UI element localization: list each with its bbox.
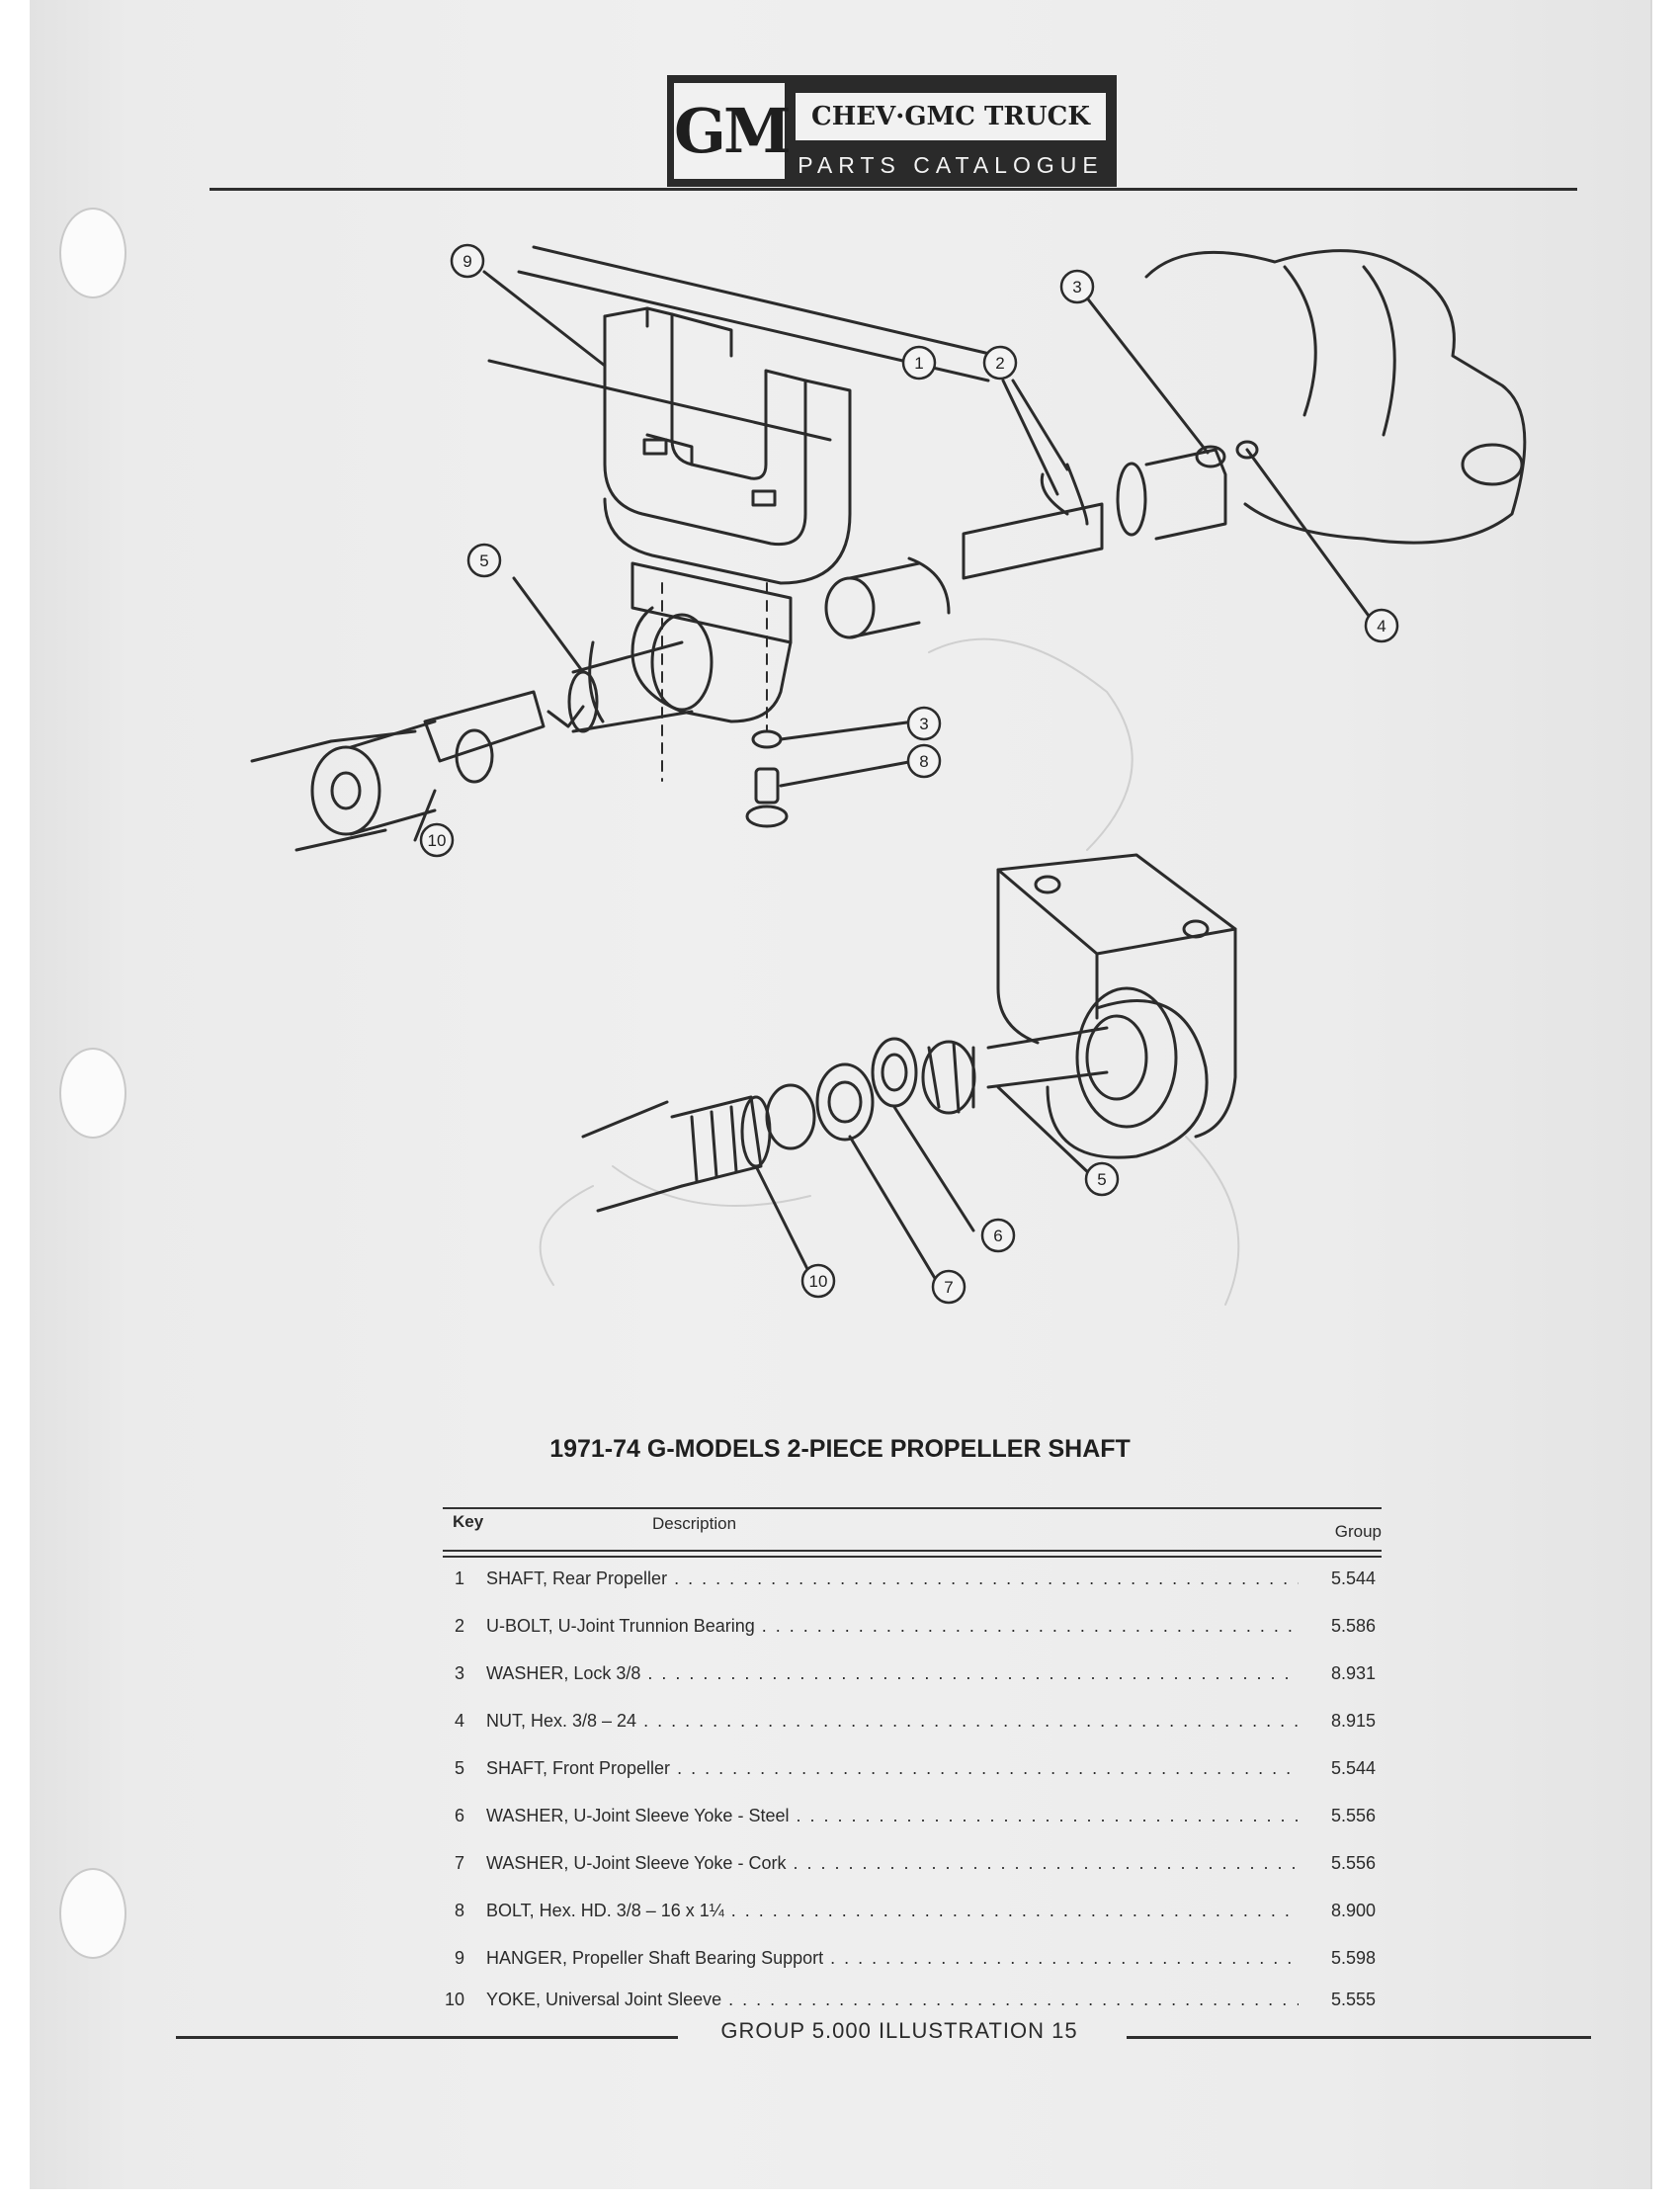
callout-9 bbox=[450, 243, 485, 279]
part-group: 5.556 bbox=[1330, 1806, 1376, 1825]
callout-10-left bbox=[419, 822, 455, 858]
part-description: HANGER, Propeller Shaft Bearing Support bbox=[486, 1943, 1299, 1973]
propeller-shaft-illustration: 9 3 1 2 5 4 3 8 10 5 6 10 7 bbox=[250, 243, 1527, 1306]
table-row: 9 HANGER, Propeller Shaft Bearing Suppor… bbox=[443, 1943, 1382, 1973]
footer-rule-left bbox=[176, 2036, 678, 2039]
callout-label: 3 bbox=[1072, 278, 1081, 297]
footer-rule-right bbox=[1127, 2036, 1591, 2039]
callout-label: 2 bbox=[995, 354, 1004, 373]
header-catalogue: PARTS CATALOGUE bbox=[798, 152, 1104, 178]
part-key: 4 bbox=[454, 1711, 464, 1731]
part-group: 5.586 bbox=[1330, 1616, 1376, 1636]
callout-label: 3 bbox=[919, 715, 928, 733]
part-description: YOKE, Universal Joint Sleeve bbox=[486, 1985, 1299, 2014]
callouts bbox=[419, 243, 1399, 1305]
table-row: 1 SHAFT, Rear Propeller 5.544 bbox=[443, 1564, 1382, 1593]
table-top-rule bbox=[443, 1507, 1382, 1509]
part-group: 5.556 bbox=[1330, 1853, 1376, 1873]
callout-label: 5 bbox=[1097, 1170, 1106, 1189]
illustration-title: 1971-74 G-MODELS 2-PIECE PROPELLER SHAFT bbox=[549, 1435, 1131, 1463]
callout-5-bottom bbox=[1084, 1161, 1120, 1197]
part-description: NUT, Hex. 3/8 – 24 bbox=[486, 1706, 1299, 1736]
part-group: 5.544 bbox=[1330, 1568, 1376, 1588]
callout-label: 6 bbox=[993, 1227, 1002, 1245]
callout-4 bbox=[1364, 608, 1399, 643]
part-key: 9 bbox=[454, 1948, 464, 1968]
callout-label: 10 bbox=[428, 831, 447, 850]
table-header-rule-2 bbox=[443, 1556, 1382, 1558]
callout-2 bbox=[982, 345, 1018, 381]
callout-3-mid bbox=[906, 706, 942, 741]
callout-label: 5 bbox=[479, 551, 488, 570]
callout-label: 10 bbox=[809, 1272, 828, 1291]
gm-logo: GM bbox=[674, 83, 792, 179]
part-description: WASHER, Lock 3/8 bbox=[486, 1658, 1299, 1688]
part-key: 2 bbox=[454, 1616, 464, 1636]
table-header-rule bbox=[443, 1550, 1382, 1552]
table-row: 7 WASHER, U-Joint Sleeve Yoke - Cork 5.5… bbox=[443, 1848, 1382, 1878]
part-description: SHAFT, Front Propeller bbox=[486, 1753, 1299, 1783]
part-key: 3 bbox=[454, 1663, 464, 1683]
column-header-key: Key bbox=[453, 1512, 484, 1531]
part-group: 8.915 bbox=[1330, 1711, 1376, 1731]
column-header-description: Description bbox=[652, 1514, 737, 1533]
callout-7 bbox=[931, 1269, 966, 1305]
part-group: 8.900 bbox=[1330, 1901, 1376, 1920]
part-key: 7 bbox=[454, 1853, 464, 1873]
part-description: WASHER, U-Joint Sleeve Yoke - Cork bbox=[486, 1848, 1299, 1878]
part-group: 5.544 bbox=[1330, 1758, 1376, 1778]
punch-hole-bottom bbox=[59, 1868, 126, 1959]
punch-hole-top bbox=[59, 208, 126, 298]
table-row: 5 SHAFT, Front Propeller 5.544 bbox=[443, 1753, 1382, 1783]
part-key: 6 bbox=[454, 1806, 464, 1825]
table-row: 10 YOKE, Universal Joint Sleeve 5.555 bbox=[443, 1985, 1382, 2014]
part-group: 8.931 bbox=[1330, 1663, 1376, 1683]
part-key: 10 bbox=[444, 1990, 464, 2009]
column-header-group: Group bbox=[1334, 1522, 1382, 1541]
part-key: 1 bbox=[454, 1568, 464, 1588]
callout-1 bbox=[901, 345, 937, 381]
part-group: 5.598 bbox=[1330, 1948, 1376, 1968]
callout-label: 1 bbox=[914, 354, 923, 373]
callout-3-top bbox=[1059, 269, 1095, 304]
header-rule bbox=[210, 188, 1577, 191]
header-brand: CHEV·GMC TRUCK bbox=[796, 93, 1106, 140]
part-description: SHAFT, Rear Propeller bbox=[486, 1564, 1299, 1593]
punch-hole-middle bbox=[59, 1048, 126, 1139]
part-group: 5.555 bbox=[1330, 1990, 1376, 2009]
part-key: 5 bbox=[454, 1758, 464, 1778]
part-description: U-BOLT, U-Joint Trunnion Bearing bbox=[486, 1611, 1299, 1641]
callout-5-top bbox=[466, 543, 502, 578]
part-description: WASHER, U-Joint Sleeve Yoke - Steel bbox=[486, 1801, 1299, 1830]
footer-illustration-ref: GROUP 5.000 ILLUSTRATION 15 bbox=[720, 2018, 1078, 2043]
table-row: 8 BOLT, Hex. HD. 3/8 – 16 x 1¼ 8.900 bbox=[443, 1896, 1382, 1925]
table-row: 2 U-BOLT, U-Joint Trunnion Bearing 5.586 bbox=[443, 1611, 1382, 1641]
callout-label: 9 bbox=[462, 252, 471, 271]
callout-10-bottom bbox=[800, 1263, 836, 1299]
callout-8 bbox=[906, 743, 942, 779]
callout-label: 4 bbox=[1377, 617, 1386, 636]
callout-6 bbox=[980, 1218, 1016, 1253]
part-description: BOLT, Hex. HD. 3/8 – 16 x 1¼ bbox=[486, 1896, 1299, 1925]
callout-label: 7 bbox=[944, 1278, 953, 1297]
table-row: 6 WASHER, U-Joint Sleeve Yoke - Steel 5.… bbox=[443, 1801, 1382, 1830]
table-row: 4 NUT, Hex. 3/8 – 24 8.915 bbox=[443, 1706, 1382, 1736]
part-key: 8 bbox=[454, 1901, 464, 1920]
callout-label: 8 bbox=[919, 752, 928, 771]
table-row: 3 WASHER, Lock 3/8 8.931 bbox=[443, 1658, 1382, 1688]
